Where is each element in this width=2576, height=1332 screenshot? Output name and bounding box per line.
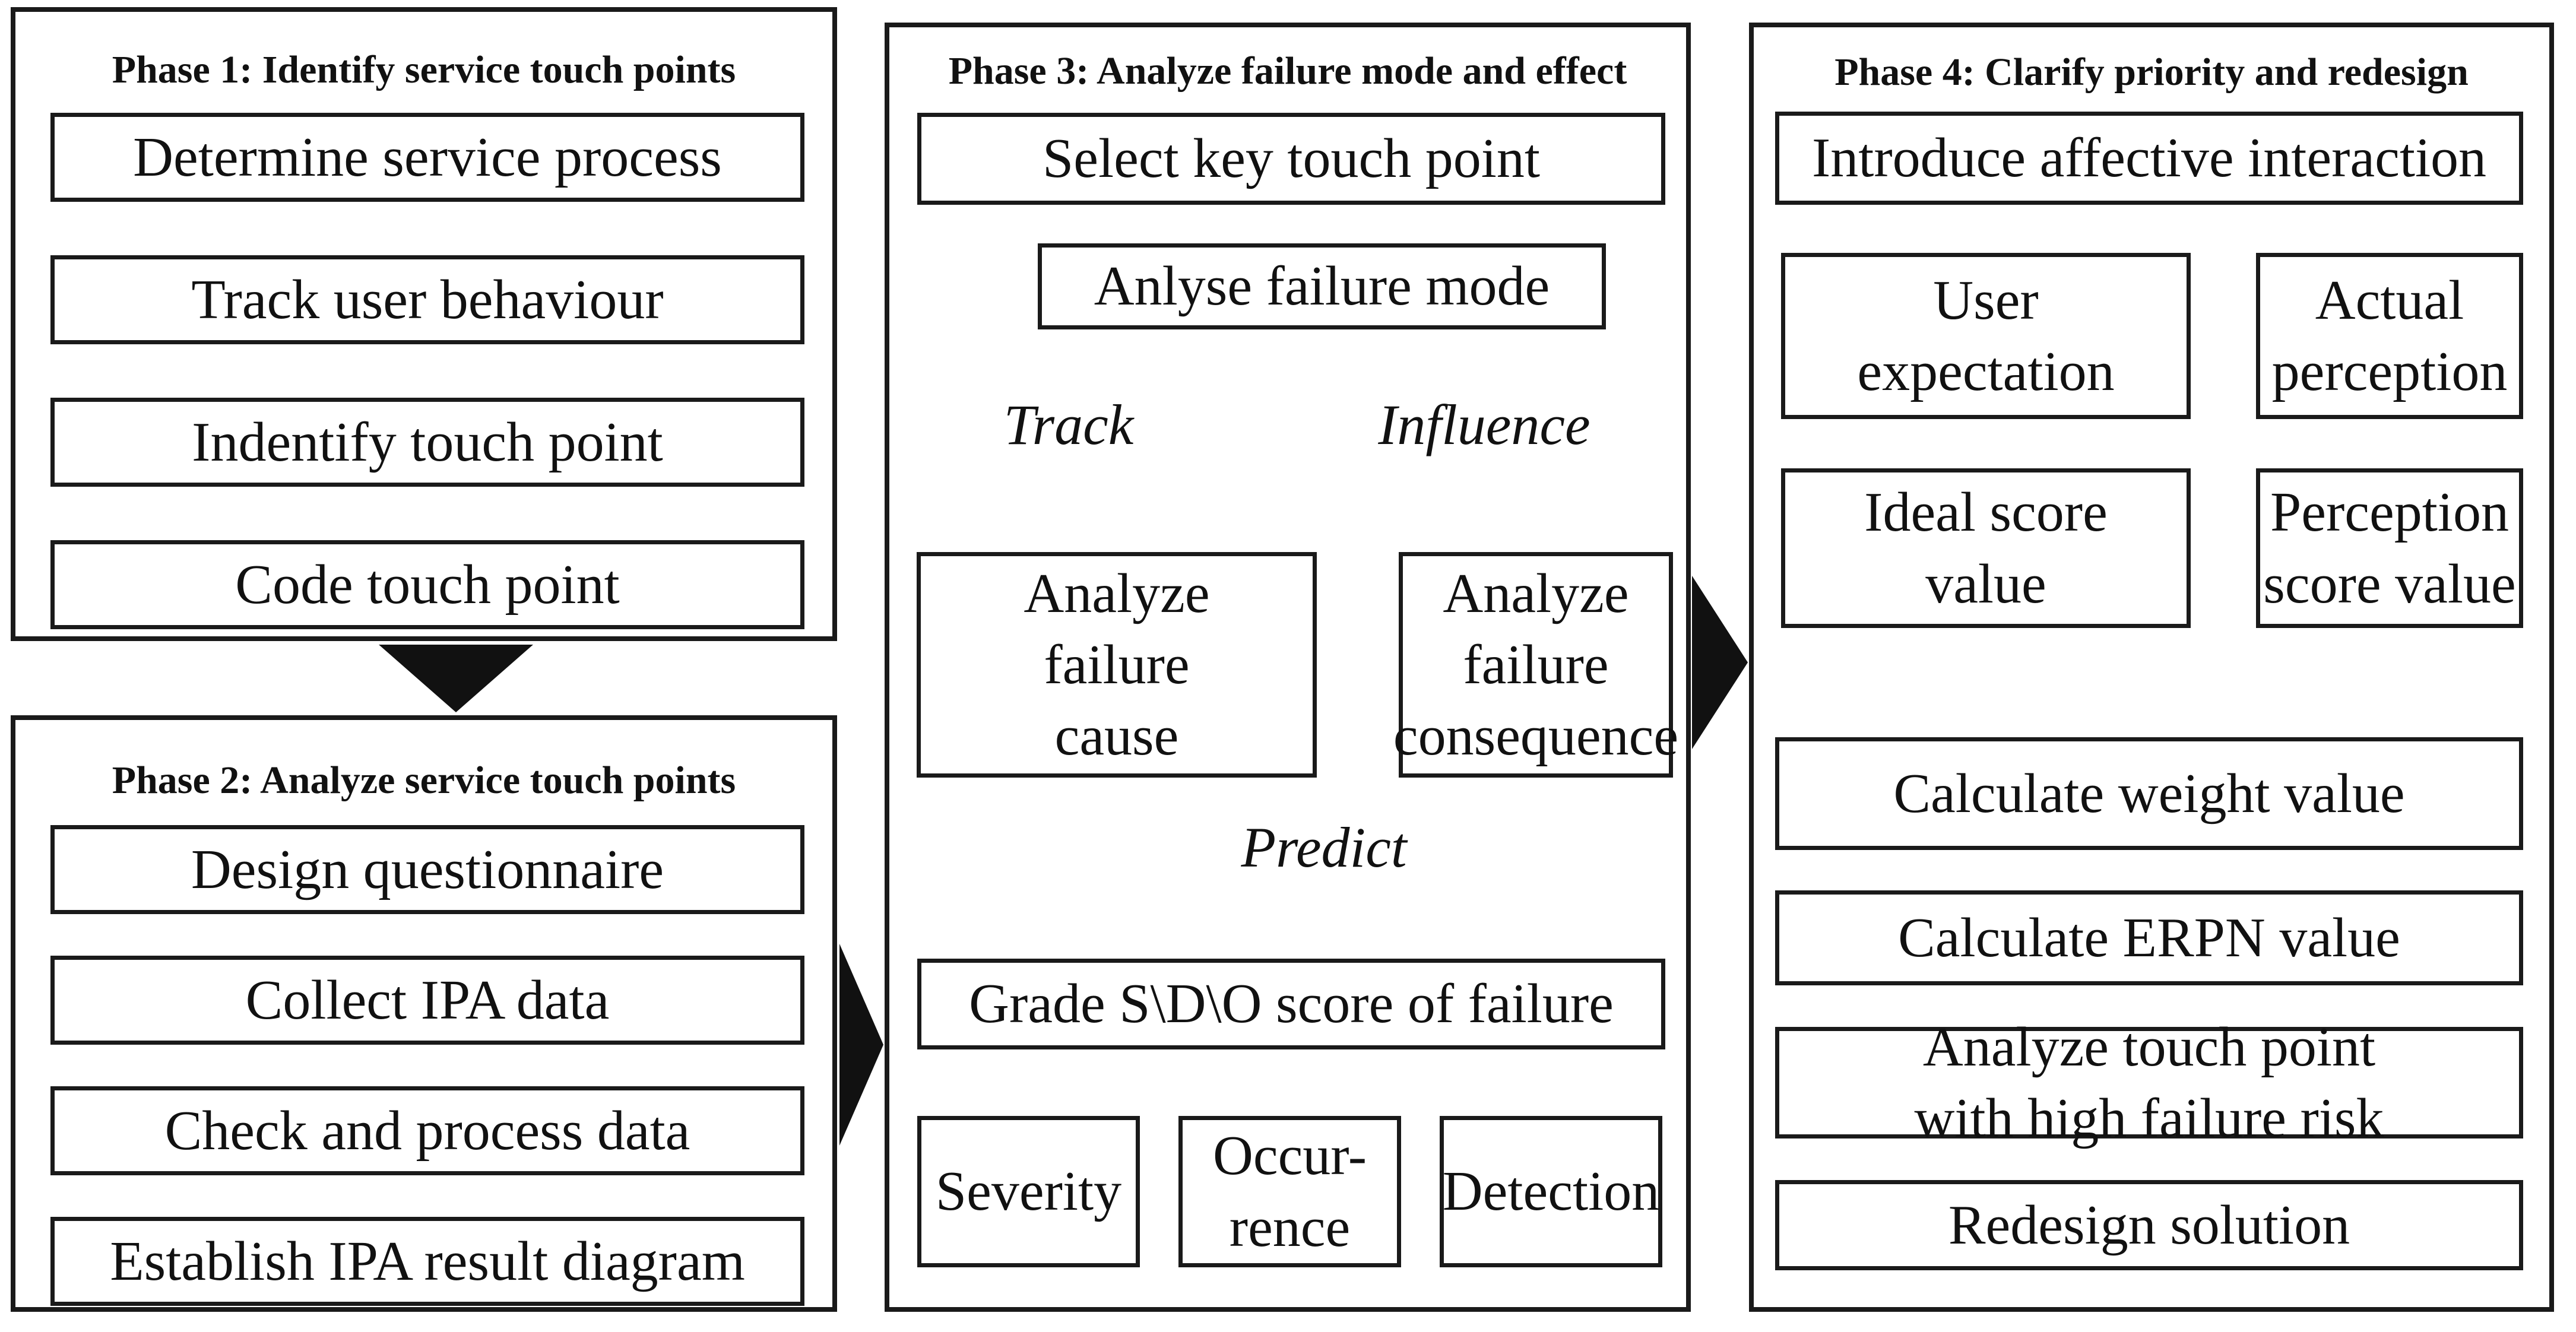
phase4-title: Phase 4: Clarify priority and redesign — [1834, 50, 2469, 94]
box-track-user-behaviour: Track user behaviour — [50, 255, 804, 344]
box-analyze-failure-cause: Analyze failure cause — [917, 552, 1317, 778]
arrow-right-icon — [1692, 576, 1748, 749]
box-select-key-touch-point: Select key touch point — [917, 113, 1665, 205]
phase2-title: Phase 2: Analyze service touch points — [112, 759, 736, 802]
box-indentify-touch-point: Indentify touch point — [50, 398, 804, 487]
box-calculate-weight-value: Calculate weight value — [1775, 737, 2523, 850]
box-establish-ipa-result-diagram: Establish IPA result diagram — [50, 1217, 804, 1306]
phase3-title: Phase 3: Analyze failure mode and effect — [948, 49, 1627, 93]
box-detection: Detection — [1440, 1116, 1662, 1267]
box-code-touch-point: Code touch point — [50, 540, 804, 629]
box-perception-score-value: Perception score value — [2256, 468, 2523, 628]
box-check-and-process-data: Check and process data — [50, 1086, 804, 1175]
box-redesign-solution: Redesign solution — [1775, 1180, 2523, 1270]
arrow-right-icon — [839, 944, 883, 1146]
phase1-title: Phase 1: Identify service touch points — [112, 48, 736, 91]
box-collect-ipa-data: Collect IPA data — [50, 956, 804, 1045]
box-design-questionnaire: Design questionnaire — [50, 825, 804, 914]
track-label: Track — [1003, 393, 1134, 456]
box-grade-sdo-score: Grade S\D\O score of failure — [917, 959, 1665, 1049]
box-occurrence: Occur- rence — [1178, 1116, 1401, 1267]
box-anlyse-failure-mode: Anlyse failure mode — [1038, 243, 1606, 329]
box-calculate-erpn-value: Calculate ERPN value — [1775, 890, 2523, 985]
box-actual-perception: Actual perception — [2256, 253, 2523, 419]
box-user-expectation: User expectation — [1781, 253, 2191, 419]
predict-label: Predict — [1241, 816, 1407, 879]
box-ideal-score-value: Ideal score value — [1781, 468, 2191, 628]
influence-label: Influence — [1378, 393, 1590, 456]
arrow-down-icon — [379, 645, 533, 712]
box-analyze-failure-consequence: Analyze failure consequence — [1393, 552, 1678, 778]
box-severity: Severity — [917, 1116, 1140, 1267]
box-introduce-affective-interaction: Introduce affective interaction — [1775, 112, 2523, 205]
box-determine-service-process: Determine service process — [50, 113, 804, 202]
box-analyze-high-failure-risk: Analyze touch point with high failure ri… — [1775, 1016, 2523, 1149]
